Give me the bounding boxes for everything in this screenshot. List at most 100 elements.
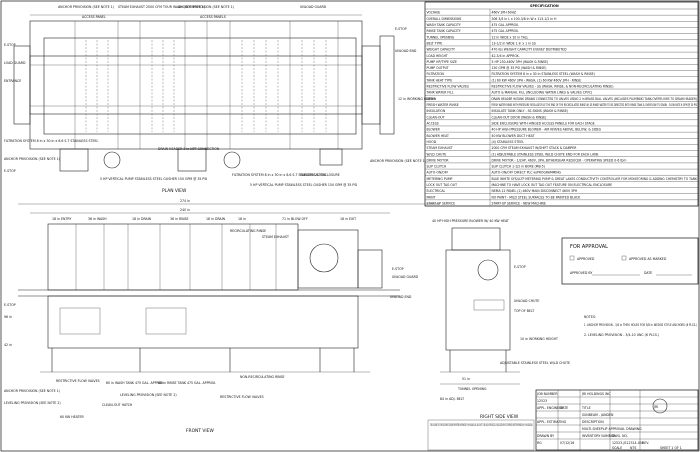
filtration-label-2: FILTRATION SYSTEM 8 in x 30 in x 8.6 S.T… [232,173,326,177]
note-1: 1. ANCHOR PROVISION - 3/4 in THRU HOLES … [584,323,697,327]
spec-row-label: INSULATION [427,109,446,113]
front-tank [47,295,359,349]
spec-row-value: 475 GAL APPROX. [492,23,519,27]
anchor-label-1: ANCHOR PRIVOISION (SEE NOTE 1) [58,5,114,9]
spec-row-label: W/LD CHUTE [427,152,447,156]
spec-row-value: (4) STAINLESS STEEL [492,140,525,144]
plan-outline [29,20,363,150]
spec-row-label: TANK WATER FILL [426,91,454,95]
seg-blower: 71 in BLOW-OFF [282,217,308,221]
tb-company: JRI HOLDINGS INC [581,392,611,396]
front-blower-housing [297,229,359,289]
spec-row-label: METERING PUMP [427,177,453,181]
spec-row-label: TANK HEAT TYPE [426,78,453,82]
approval-title: FOR APPROVAL [570,244,608,250]
spec-row-label: WASH TANK CAPACITY [427,23,461,27]
spec-row-label: PUMP OUTPUT [427,66,449,70]
entrance-label: ENTRANCE [4,79,21,83]
spec-row-value: DRAIN HEADER W/TANK DRAINS CONNECTED TO … [492,97,698,101]
confidential-text: THIS DOCUMENT OR OTHER DOCUMENT CONTAINS… [430,423,533,427]
pump-circle-2 [223,151,241,169]
electrical-enclosure-label: ELECTRICAL ENCLOSURE [300,173,340,177]
unload-guard-outline [379,35,395,135]
filtration-label-1: FILTRATION SYSTEM 8 in x 30 in x 8.6 S.T… [4,139,98,143]
front-exit [357,249,383,289]
unload-guard-label: UNLOAD GUARD [300,5,327,9]
anchor-label-5: ANCHOR PRIVOISION (SEE NOTE 1) [4,389,60,393]
spec-row-value: 12 in WIDE x 10 in TALL [492,35,529,39]
plan-view: PLAN VIEW STEAM EXHAUST 2000 CFM TOUR WA… [4,5,435,194]
dim-overall-274: 274 in [180,199,190,203]
unload-chute-label: UNLOAD CHUTE [514,299,539,303]
spec-title: SPECIFICATION [530,4,559,8]
spec-row-label: DRIVE MOTOR [427,158,450,162]
spec-row-label: RESTRICTIVE FLOW VALVES [427,85,469,89]
spec-row-value: FRESH WATER RINSE WITH PRESSURE REGULATO… [492,103,698,107]
pump-label-1: 5 HP VERTICAL PUMP STAINLESS STEEL GUSHE… [100,177,207,181]
spec-row-label: DRAIN [427,97,437,101]
spec-row-label: BELT TYPE [427,41,443,45]
notes: NOTES: 1. ANCHOR PROVISION - 3/4 in THRU… [584,315,697,337]
front-view-title: FRONT VIEW [186,428,214,434]
spec-row-label: FRESH WATER RINSE [427,103,459,107]
spec-row-label: PAINT [427,195,436,199]
spec-row-label: START-UP SERVICE [427,202,456,206]
spec-row-value: INSULATE TANK ONLY - SS SKINS (WASH & RI… [492,109,569,113]
approved-by-label: APPROVED BY [570,271,592,275]
drawn-by-label: DRAWN BY [537,434,554,438]
estop-label-front-right: E-STOP [392,267,404,271]
spec-row-value: RESTRICTIVE FLOW VALVES - SS (WASH, RINS… [492,85,614,89]
drain-header-label: DRAIN HEADER 2 in NPT CONNECTION [158,147,220,151]
adj-ss-label: ADJUSTABLE STAINLESS STEEL W/LD CHUTE [500,361,570,365]
spec-row-value: DRIVE MOTOR - 1/2HP, 460V, 3PH, BITHERSE… [492,158,627,162]
spec-row-value: MACHINE TO HAVE LOCK OUT TAG OUT FEATURE… [492,183,613,187]
working-height-label: 10 in WORKING HEIGHT [520,337,558,341]
seg-drain-2: 18 in DRAIN [206,217,226,221]
approved-as-marked-label: APPROVED AS MARKED [629,257,667,261]
rev-label: REV. [642,441,649,445]
estop-label-plan-low: E-STOP [4,169,16,173]
right-side-view-title: RIGHT SIDE VIEW [480,414,519,420]
right-side-view: 40 HP HIGH PRESSURE BLOWER W/ 40 KW HEAT… [432,219,570,420]
pump-label-2: 5 HP VERTICAL PUMP STAINLESS STEEL GUSHE… [250,183,357,187]
spec-row-label: AUTO-ON/OFF [427,171,449,175]
approved-checkbox[interactable] [569,255,575,261]
jri-logo [652,398,668,414]
spec-row-label: LOCK OUT TAG OUT [427,183,458,187]
sheet-label: SHEET 1 OF 1 [660,446,682,450]
anchor-label-4: ANCHOR PRIVOISION (SEE NOTE 1) [370,159,426,163]
spec-row-label: SLIP CLUTCH [427,165,447,169]
dim-h-42: 42 in [4,343,12,347]
plan-inner [43,37,357,135]
blower-fan [309,243,339,273]
spec-row-label: LOAD HEIGHT [427,54,448,58]
spec-row-label: BLOWER HEAT [427,134,449,138]
spec-row-value: (1) ADJUSTABLE STAINLESS STEEL W/LD CHUT… [492,152,599,156]
non-recirc-label: NON-RECIRCULATING RINSE [240,375,285,379]
approved-as-marked-checkbox[interactable] [621,255,627,261]
spec-row-value: NO PAINT - MILD STEEL SURFACES TO BE PAI… [492,195,582,199]
notes-title: NOTES: [584,315,596,319]
unload-end-label: UNLOAD END [395,49,417,53]
drawn-date: 07/12/16 [560,441,574,445]
spec-row-label: ACCESS [427,121,439,125]
inventory-label: INVENTORY NUMBER [582,434,616,438]
scale: NTS [630,446,636,450]
date-label: DATE [560,406,568,410]
spec-row-label: TUNNEL OPENING [426,35,455,39]
spec-row-label: OVERALL DIMENSIONS [427,17,462,21]
spec-row-value: 42-3/4 in APPROX. [492,54,520,58]
spec-row-value: CLEAN-OUT DOOR (WASH & RINSE) [492,115,547,119]
tunnel-opening-label: TUNNEL OPENING [457,387,487,391]
tb-title-label: TITLE [581,406,591,410]
spec-row-value: NEMA 12 PANEL (1) 460V MAIN DISCONNECT 4… [492,189,578,193]
estop-side: E-STOP [514,265,526,269]
steam-exhaust-front: STEAM EXHAUST [262,235,289,239]
estop-label-front: E-STOP [4,303,16,307]
spec-row-value: 40 KW BLOWER DUCT HEAT [492,134,535,138]
spec-row-value: (1) 60 KW 460V 3PH - WASH, (1) 60 KW 460… [492,78,582,82]
drawn-by: RG [537,441,542,445]
